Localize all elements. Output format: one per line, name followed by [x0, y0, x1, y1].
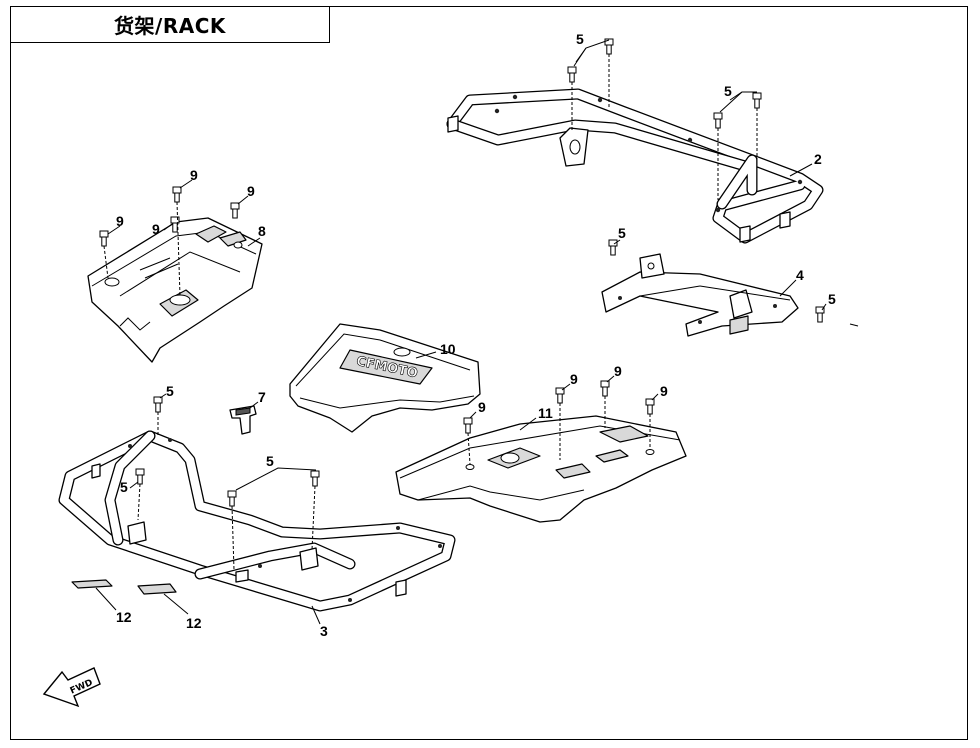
callout-12: 12 — [116, 609, 132, 625]
rack-mount-bracket — [601, 253, 799, 337]
mounting-clip — [229, 405, 257, 435]
stray-mark — [849, 323, 859, 327]
assembly-lines — [103, 54, 758, 571]
callout-5: 5 — [576, 31, 584, 47]
title-box: 货架/RACK — [10, 6, 330, 43]
forward-arrow-icon: FWD — [42, 667, 101, 708]
rear-rack-plate — [395, 415, 687, 523]
callout-5: 5 — [724, 83, 732, 99]
callout-4: 4 — [796, 267, 804, 283]
callout-5: 5 — [166, 383, 174, 399]
callout-9: 9 — [660, 383, 668, 399]
callout-11: 11 — [538, 405, 553, 421]
front-rack-plate — [87, 217, 263, 363]
callout-3: 3 — [320, 623, 328, 639]
callout-8: 8 — [258, 223, 266, 239]
rubber-pads — [71, 579, 177, 595]
callout-9: 9 — [614, 363, 622, 379]
callout-9: 9 — [116, 213, 124, 229]
callout-9: 9 — [247, 183, 255, 199]
callout-5: 5 — [618, 225, 626, 241]
page-title: 货架/RACK — [114, 14, 226, 38]
drawing-frame — [10, 6, 968, 740]
callout-9: 9 — [570, 371, 578, 387]
front-rack-frame — [446, 88, 824, 244]
callout-10: 10 — [440, 341, 456, 357]
rear-rack-frame — [58, 430, 456, 612]
brand-cover-panel: CFMOTO — [289, 323, 481, 433]
callout-9: 9 — [478, 399, 486, 415]
callout-5: 5 — [266, 453, 274, 469]
callout-9: 9 — [190, 167, 198, 183]
callout-labels: 5 5 2 5 4 5 9 9 9 9 8 10 7 5 5 5 9 9 9 9… — [116, 31, 836, 639]
callout-7: 7 — [258, 389, 266, 405]
callout-5: 5 — [828, 291, 836, 307]
leader-lines — [95, 39, 827, 625]
callout-12: 12 — [186, 615, 202, 631]
callout-5: 5 — [120, 479, 128, 495]
callout-9: 9 — [152, 221, 160, 237]
callout-2: 2 — [814, 151, 822, 167]
